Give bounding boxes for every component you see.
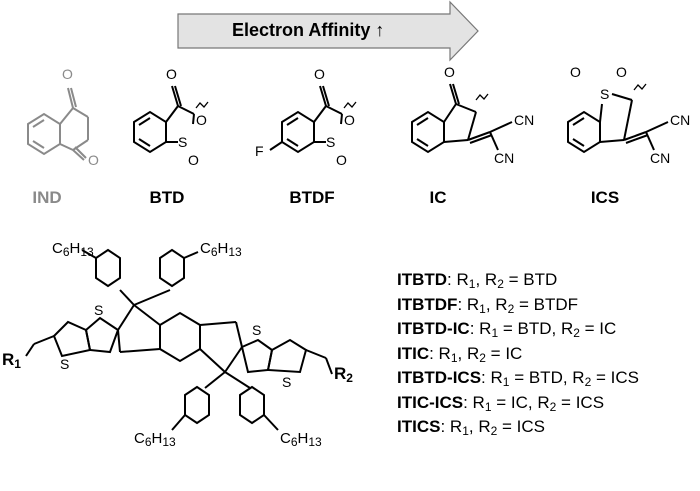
r1-label: R1 [2,350,21,371]
ics-s: S [600,86,610,102]
core-s3: S [252,322,262,338]
label-ics: ICS [590,188,620,207]
btdf-os2: O [336,152,347,168]
legend-row: ITIC: R1, R2 = IC [397,343,523,365]
legend-row: ITIC-ICS: R1 = IC, R2 = ICS [397,392,605,414]
ic-structure [411,83,513,154]
up-arrow-icon: ↑ [375,20,385,40]
electron-affinity-text: Electron Affinity [232,20,371,40]
ic-cn1: CN [514,112,535,128]
ind-o2: O [88,152,99,168]
hexyl-label-2: C6H13 [200,240,242,259]
hexyl-label-1: C6H13 [52,240,94,259]
ics-o1: O [570,64,581,80]
ind-o1: O [62,66,73,82]
btd-os2: O [188,152,199,168]
btdf-s: S [326,134,336,150]
core-s2: S [60,356,70,372]
ic-o: O [444,64,455,80]
btd-os1: O [196,112,207,128]
legend-row: ITBTD-ICS: R1 = BTD, R2 = ICS [397,368,639,389]
btd-structure [133,85,209,154]
btd-o: O [166,66,177,82]
label-btdf: BTDF [289,188,335,207]
btdf-os1: O [344,112,355,128]
r2-label: R2 [334,364,353,385]
hexyl-label-4: C6H13 [280,430,322,449]
ics-o2: O [616,64,627,80]
legend-row: ITICS: R1, R2 = ICS [397,417,546,438]
ics-structure [567,83,669,154]
label-ind: IND [32,188,62,207]
ics-cn1: CN [670,112,691,128]
core-s4: S [282,374,292,390]
btdf-f: F [255,143,264,159]
btdf-o: O [314,66,325,82]
ics-cn2: CN [650,150,671,166]
legend-row: ITBTD-IC: R1 = BTD, R2 = IC [397,319,617,340]
electron-affinity-arrow [177,0,479,62]
compound-legend: ITBTD: R1, R2 = BTD ITBTDF: R1, R2 = BTD… [397,268,639,440]
hexyl-label-3: C6H13 [134,430,176,449]
core-s1: S [94,302,104,318]
legend-row: ITBTD: R1, R2 = BTD [397,270,558,291]
legend-row: ITBTDF: R1, R2 = BTDF [397,294,579,316]
ind-structure [27,87,89,161]
btdf-structure [269,85,357,154]
btd-s: S [178,134,188,150]
label-btd: BTD [149,188,185,207]
ic-cn2: CN [494,150,515,166]
core-molecule [25,248,333,431]
label-ic: IC [429,188,447,207]
electron-affinity-label: Electron Affinity ↑ [232,20,384,41]
